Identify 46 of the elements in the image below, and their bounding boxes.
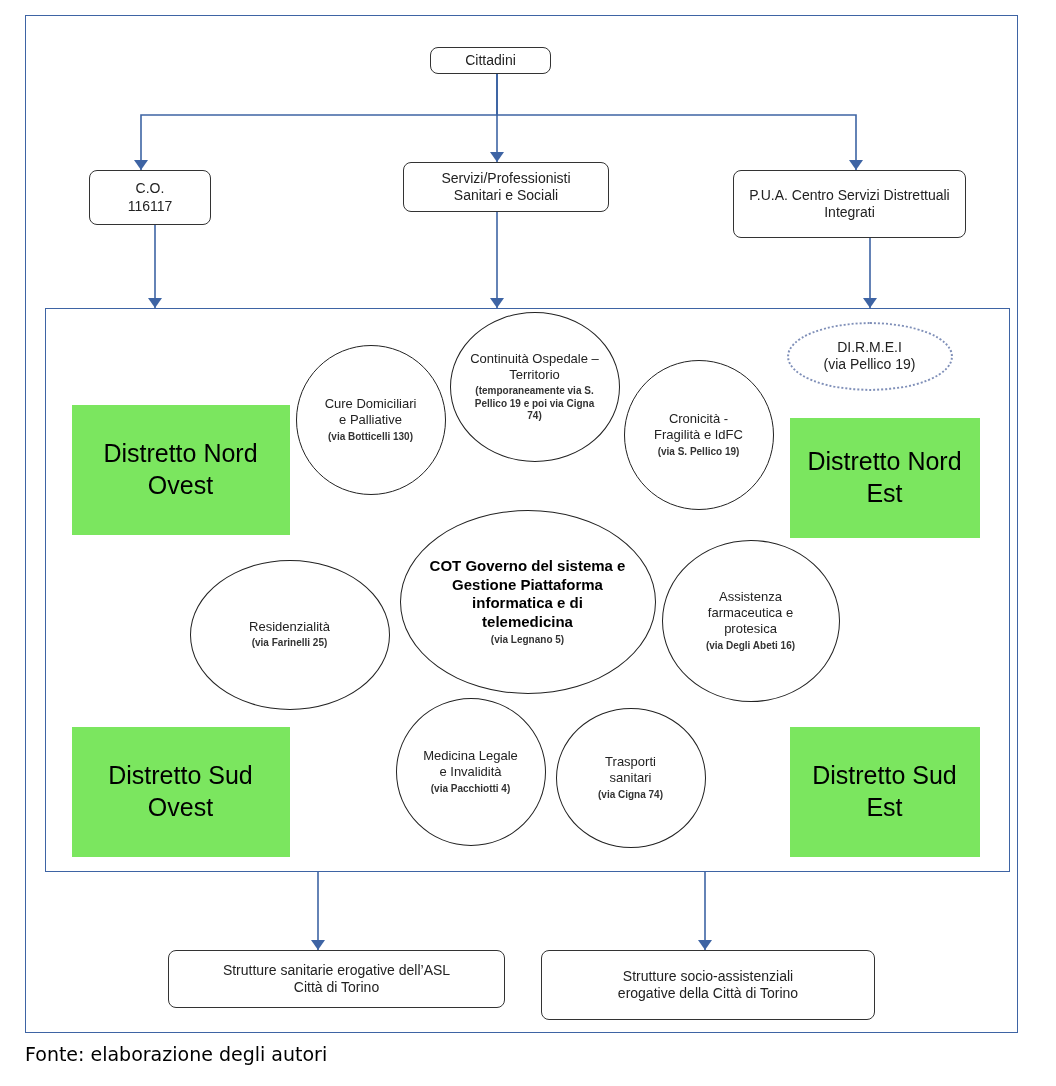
district-box — [71, 404, 290, 535]
arrow — [863, 237, 877, 309]
district-label: Distretto Sud Ovest — [107, 760, 254, 823]
district-box — [789, 417, 980, 538]
ellipse-title: Cronicità - Fragilità e IdFC — [653, 411, 744, 444]
address-text: (via S. Pellico 19) — [657, 445, 740, 458]
caption: Fonte: elaborazione degli autori — [25, 1042, 328, 1067]
box-label: P.U.A. Centro Servizi Distrettuali Integrati — [748, 186, 951, 222]
container-box — [45, 308, 1010, 872]
arrow — [496, 73, 863, 171]
arrow — [311, 871, 325, 951]
district-label: Distretto Nord Est — [806, 446, 963, 509]
ellipse-title: Trasporti sanitari — [604, 754, 657, 787]
address-text: (via Farinelli 25) — [251, 637, 328, 650]
box-label: C.O. 116117 — [126, 180, 174, 215]
ellipse-title: Continuità Ospedale – Territorio — [469, 350, 600, 383]
process-box — [89, 170, 211, 225]
ellipse-title: Medicina Legale e Invalidità — [422, 748, 519, 781]
ellipse-title: DI.R.M.E.I — [837, 338, 902, 356]
process-box — [430, 47, 551, 74]
box-label: Servizi/Professionisti Sanitari e Sociali — [440, 169, 572, 205]
address-text: (via Botticelli 130) — [328, 430, 413, 443]
box-label: Cittadini — [465, 51, 516, 70]
address-text: (via Legnano 5) — [490, 633, 565, 647]
arrow — [148, 224, 162, 309]
arrow — [490, 211, 504, 309]
district-label: Distretto Nord Ovest — [102, 438, 259, 501]
district-label: Distretto Sud Est — [811, 760, 958, 823]
process-box — [403, 162, 609, 212]
process-box — [168, 950, 505, 1008]
address-text: (temporaneamente via S. Pellico 19 e poi via Cigna 74) — [473, 385, 596, 423]
ellipse-title: Cure Domiciliari e Palliative — [323, 396, 418, 429]
box-label: Strutture sanitarie erogative dell’ASL Città di Torino — [221, 961, 452, 997]
box-label: Strutture socio-assistenziali erogative della Città di Torino — [616, 967, 800, 1003]
address-text: (via Cigna 74) — [598, 788, 663, 801]
ellipse-title: Assistenza farmaceutica e protesica — [706, 588, 795, 638]
process-box — [541, 950, 875, 1020]
address-text: (via Degli Abeti 16) — [705, 639, 796, 653]
district-box — [789, 726, 980, 857]
central-title: COT Governo del sistema e Gestione Piattaforma informatica e di telemedicina — [428, 556, 627, 632]
district-box — [71, 726, 290, 857]
address-text: (via Pellico 19) — [823, 356, 916, 374]
arrow — [698, 871, 712, 951]
address-text: (via Pacchiotti 4) — [430, 782, 511, 795]
ellipse-title: Residenzialità — [249, 619, 330, 636]
process-box — [733, 170, 966, 238]
